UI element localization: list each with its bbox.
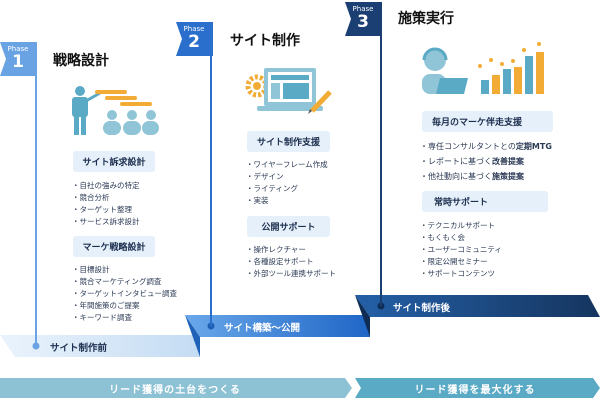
list-item: 専任コンサルタントとの定期MTG — [420, 139, 552, 154]
list-item: 目標設計 — [72, 264, 177, 276]
list-item: キーワード調査 — [72, 312, 177, 324]
list-item: ターゲット整理 — [72, 204, 140, 216]
list-item: テクニカルサポート — [420, 220, 502, 232]
banner-left: リード獲得の土台をつくる — [109, 384, 241, 396]
phase-1-title: 戦略設計 — [53, 53, 109, 69]
step-3-dot — [377, 302, 385, 310]
section-list: 専任コンサルタントとの定期MTG レポートに基づく改善提案 他社動向に基づく施策… — [420, 139, 552, 184]
step-3-band — [355, 295, 600, 317]
support-growth-icon — [422, 42, 544, 94]
step-1-band — [0, 335, 200, 357]
web-design-icon — [245, 68, 332, 114]
section-heading: 公開サポート — [247, 216, 330, 237]
phase-1-flag: Phase 1 — [0, 42, 37, 76]
section-heading: 常時サポート — [422, 191, 548, 212]
list-item: 年間施策のご提案 — [72, 300, 177, 312]
list-item: ライティング — [246, 183, 328, 195]
phase-3-title: 施策実行 — [398, 11, 454, 27]
list-item: ターゲットインタビュー調査 — [72, 288, 178, 300]
section-list: 目標設計 競合マーケティング調査 ターゲットインタビュー調査 年間施策のご提案 … — [72, 264, 178, 324]
list-item: 競合分析 — [72, 192, 140, 204]
section-list: テクニカルサポート もくもく会 ユーザーコミュニティ 限定公開セミナー サポート… — [420, 220, 502, 280]
step-1-label: サイト制作前 — [50, 343, 108, 354]
step-2-label: サイト構築〜公開 — [224, 323, 301, 334]
section-list: 自社の強みの特定 競合分析 ターゲット整理 サービス訴求設計 — [72, 180, 140, 228]
phase-3-line — [380, 30, 382, 306]
step-3-label: サイト制作後 — [393, 303, 451, 314]
list-item: レポートに基づく改善提案 — [420, 154, 552, 169]
list-item: 限定公開セミナー — [420, 256, 502, 268]
list-item: サービス訴求設計 — [72, 216, 140, 228]
step-2-dot — [207, 322, 215, 330]
section-heading: サイト訴求設計 — [73, 151, 155, 172]
banner-arrows — [0, 378, 600, 398]
list-item: 各種設定サポート — [246, 256, 336, 268]
list-item: 他社動向に基づく施策提案 — [420, 169, 552, 184]
list-item: 実装 — [246, 195, 328, 207]
list-item: 外部ツール連携サポート — [246, 268, 337, 280]
presenter-icon — [72, 86, 159, 135]
section-heading: サイト制作支援 — [247, 131, 330, 152]
step-1-dot — [32, 342, 40, 350]
section-heading: 毎月のマーケ伴走支援 — [422, 111, 553, 132]
phase-2-line — [210, 50, 212, 326]
list-item: 操作レクチャー — [246, 244, 336, 256]
list-item: サポートコンテンツ — [420, 268, 502, 280]
section-heading: マーケ戦略設計 — [73, 236, 155, 257]
phase-1-line — [35, 70, 37, 346]
list-item: ワイヤーフレーム作成 — [246, 159, 328, 171]
phase-2-title: サイト制作 — [230, 33, 300, 49]
banner-right: リード獲得を最大化する — [414, 384, 536, 396]
list-item: ユーザーコミュニティ — [420, 244, 502, 256]
list-item: もくもく会 — [420, 232, 502, 244]
phase-3-flag: Phase 3 — [345, 2, 382, 36]
section-list: 操作レクチャー 各種設定サポート 外部ツール連携サポート — [246, 244, 337, 280]
step-2-face — [185, 315, 200, 357]
list-item: 競合マーケティング調査 — [72, 276, 177, 288]
phase-2-flag: Phase 2 — [176, 22, 213, 56]
step-3-face — [355, 295, 370, 337]
list-item: デザイン — [246, 171, 328, 183]
step-2-band — [185, 315, 370, 337]
list-item: 自社の強みの特定 — [72, 180, 140, 192]
section-list: ワイヤーフレーム作成 デザイン ライティング 実装 — [246, 159, 328, 207]
